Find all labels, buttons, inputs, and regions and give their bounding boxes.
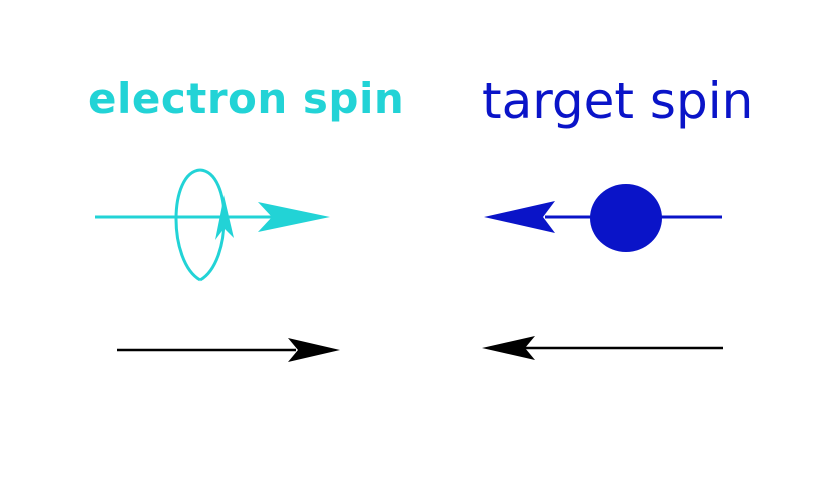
target-spin-arrow	[484, 184, 722, 252]
electron-rotation-arrowhead	[215, 195, 234, 240]
plain-arrow-left-head	[482, 336, 535, 360]
electron-spin-label: electron spin	[88, 74, 405, 123]
target-spin-circle	[590, 184, 662, 252]
plain-arrow-right	[117, 338, 340, 362]
electron-rotation-loop-back	[174, 168, 201, 282]
electron-spin-arrow	[95, 168, 330, 282]
plain-arrow-left	[482, 336, 723, 360]
plain-arrow-right-head	[288, 338, 340, 362]
target-spin-label: target spin	[482, 72, 754, 130]
electron-arrowhead	[258, 202, 330, 232]
target-arrowhead	[484, 201, 555, 233]
